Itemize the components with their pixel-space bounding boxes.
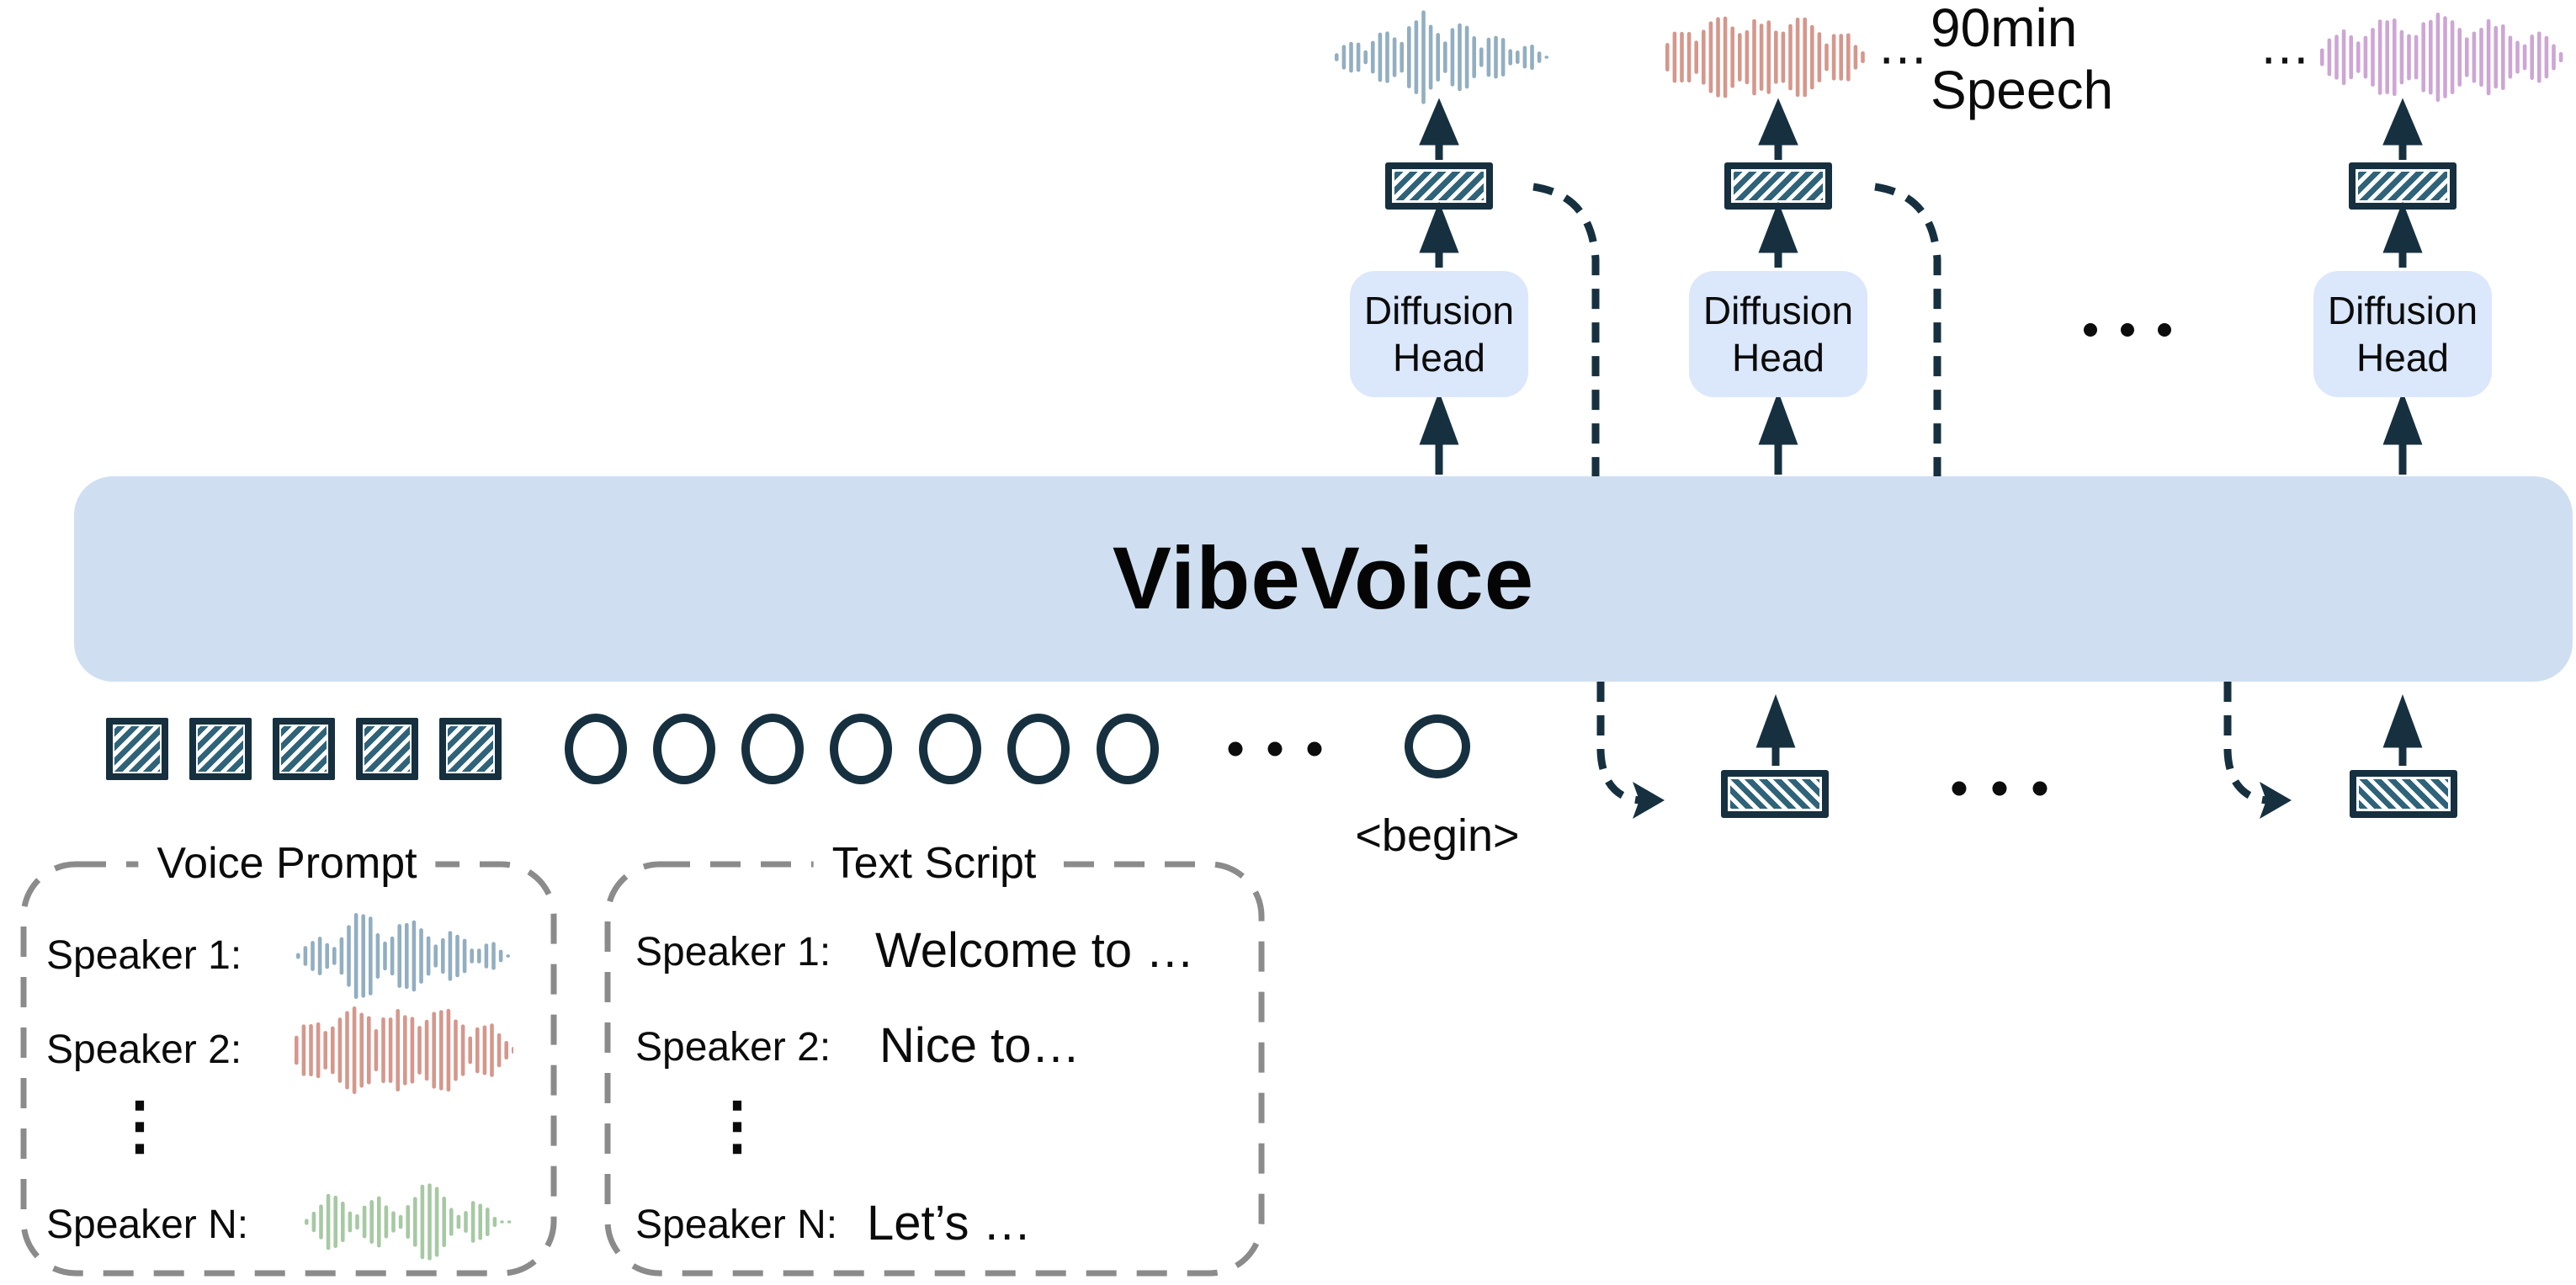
diffusion-head-box: Diffusion Head	[2313, 271, 2492, 397]
acoustic-token-square	[356, 718, 418, 780]
arrow-up-icon	[2382, 694, 2423, 748]
diffusion-head-label: Head	[2356, 336, 2449, 380]
model-name-label: VibeVoice	[1112, 529, 1535, 628]
dashed-arrowheads	[1633, 782, 2292, 819]
voice-prompt-title: Voice Prompt	[138, 838, 436, 889]
text-token-circle	[919, 714, 981, 784]
speaker-label: Speaker 2:	[635, 1025, 831, 1070]
voice-prompt-waveform-speaker2	[293, 1001, 516, 1103]
output-waveform-speakerN	[2318, 10, 2567, 109]
speaker-label: Speaker N:	[635, 1203, 838, 1247]
script-text: Welcome to …	[875, 923, 1195, 978]
solid-up-arrows	[1419, 98, 2423, 766]
arrow-up-icon	[1758, 391, 1798, 445]
acoustic-token-square	[106, 718, 168, 780]
arrow-up-icon	[1419, 201, 1459, 253]
script-text: Nice to…	[879, 1018, 1081, 1073]
fedback-acoustic-token	[2350, 770, 2457, 818]
diffusion-head-label: Diffusion	[1363, 288, 1515, 332]
fedback-acoustic-token	[1721, 770, 1829, 818]
dashed-connector-to-input	[2223, 682, 2269, 804]
ellipsis-dots	[1228, 323, 2171, 796]
text-token-circle	[741, 714, 804, 784]
vertical-ellipsis: ⋮	[705, 1090, 769, 1161]
script-text: Let’s …	[867, 1196, 1032, 1250]
dashed-connector-down	[1532, 183, 1600, 476]
output-waveform-speaker1	[1333, 10, 1550, 109]
speaker-label: Speaker N:	[46, 1203, 249, 1247]
diffusion-head-label: Head	[1732, 336, 1824, 380]
speaker-label: Speaker 1:	[635, 930, 831, 974]
arrow-up-icon	[1758, 98, 1798, 146]
acoustic-token-square	[189, 718, 252, 780]
ellipsis-text: ⋯	[1878, 32, 1931, 87]
arrow-up-icon	[2382, 391, 2423, 445]
arrow-up-icon	[2382, 201, 2423, 253]
voice-prompt-waveform-speaker1	[295, 909, 512, 1007]
arrow-up-icon	[1755, 694, 1796, 748]
acoustic-token-square	[439, 718, 502, 780]
text-token-circle	[565, 714, 627, 784]
text-token-circle	[653, 714, 715, 784]
speaker-label: Speaker 1:	[46, 933, 242, 978]
speaker-label: Speaker 2:	[46, 1027, 242, 1072]
diffusion-head-label: Diffusion	[2327, 288, 2478, 332]
begin-token-circle	[1405, 714, 1470, 778]
begin-token-label: <begin>	[1355, 810, 1520, 861]
diffusion-head-box: Diffusion Head	[1689, 271, 1867, 397]
arrow-up-icon	[1419, 391, 1459, 445]
ellipsis-text: ⋯	[2260, 32, 2313, 87]
predicted-acoustic-token	[1385, 162, 1493, 210]
duration-caption: 90min Speech	[1931, 0, 2114, 120]
output-waveform-speaker2	[1664, 10, 1866, 109]
arrow-up-icon	[2382, 98, 2423, 146]
text-script-title: Text Script	[813, 838, 1055, 889]
dashed-connector-down	[1874, 183, 1941, 476]
output-caption: ⋯ 90min Speech ⋯	[1878, 0, 2313, 120]
feedback-dashed-connectors	[1532, 183, 2269, 804]
arrow-up-icon	[1419, 98, 1459, 146]
arrow-right-icon	[2260, 782, 2292, 819]
predicted-acoustic-token	[2349, 162, 2456, 210]
acoustic-token-square	[273, 718, 335, 780]
vibevoice-model-bar: VibeVoice	[74, 476, 2573, 682]
vertical-ellipsis: ⋮	[108, 1090, 172, 1161]
diffusion-head-label: Diffusion	[1702, 288, 1854, 332]
text-token-circle	[830, 714, 892, 784]
text-token-circle	[1097, 714, 1159, 784]
text-token-circle	[1007, 714, 1070, 784]
arrow-up-icon	[1758, 201, 1798, 253]
diffusion-head-label: Head	[1393, 336, 1485, 380]
diffusion-head-box: Diffusion Head	[1350, 271, 1528, 397]
arrow-right-icon	[1633, 782, 1665, 819]
dashed-connector-to-input	[1596, 682, 1642, 804]
predicted-acoustic-token	[1724, 162, 1832, 210]
voice-prompt-waveform-speakerN	[303, 1178, 513, 1270]
